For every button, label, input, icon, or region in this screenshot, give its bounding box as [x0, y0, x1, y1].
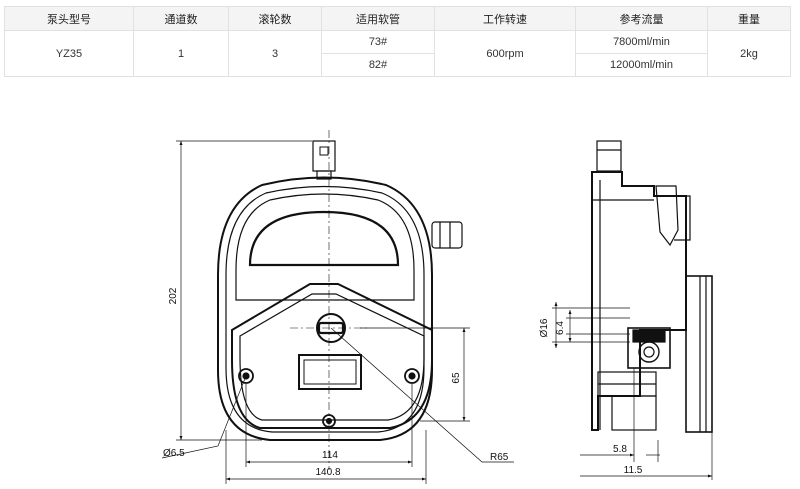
- side-view: [591, 140, 713, 433]
- cell-model: YZ35: [4, 30, 134, 77]
- header-speed: 工作转速: [434, 6, 576, 31]
- dim-flat: 6.4: [555, 321, 566, 335]
- side-plate: [685, 275, 713, 433]
- header-model: 泵头型号: [4, 6, 134, 31]
- spec-row-1: YZ35 1 3 73# 600rpm 7800ml/min 2kg: [4, 30, 791, 77]
- front-centerlines: [290, 130, 370, 470]
- header-weight: 重量: [707, 6, 791, 31]
- pump-cover: [231, 283, 433, 429]
- top-connector: [312, 140, 336, 172]
- dim-center-height: 65: [451, 372, 462, 384]
- side-shaft-block: [627, 327, 671, 369]
- upper-window: [248, 210, 400, 267]
- dim-width-outer: 140.8: [315, 467, 340, 478]
- side-dimensions: [552, 302, 713, 480]
- dim-hole: Ø6.5: [163, 448, 185, 459]
- side-knob: [431, 221, 463, 249]
- dim-shaft: Ø16: [539, 318, 550, 337]
- screw-right: [404, 368, 420, 384]
- spec-table: 泵头型号 通道数 滚轮数 适用软管 工作转速 参考流量 重量 YZ35 1 3 …: [4, 6, 791, 77]
- front-dimensions: [161, 140, 514, 484]
- header-flow: 参考流量: [575, 6, 708, 31]
- front-dimension-labels: 202 65 114 140.8 Ø6.5 R65: [163, 287, 509, 478]
- screw-left: [238, 368, 254, 384]
- cell-flow-82: 12000ml/min: [575, 53, 708, 77]
- header-tubes: 适用软管: [321, 6, 435, 31]
- dim-side-a: 5.8: [613, 444, 627, 455]
- cell-rollers: 3: [228, 30, 322, 77]
- label-plate: [298, 354, 362, 390]
- cell-flow-73: 7800ml/min: [575, 30, 708, 54]
- side-housing: [591, 171, 687, 431]
- dim-radius: R65: [490, 452, 509, 463]
- cell-weight: 2kg: [707, 30, 791, 77]
- front-view: [217, 140, 463, 441]
- spec-row-2: 82# 12000ml/min: [5, 53, 791, 77]
- side-dimension-labels: Ø16 6.4 5.8 11.5: [539, 318, 643, 476]
- cell-tube-82: 82#: [321, 53, 435, 77]
- spec-header-row: 泵头型号 通道数 滚轮数 适用软管 工作转速 参考流量 重量: [4, 6, 791, 31]
- dim-height: 202: [168, 287, 179, 304]
- cell-speed: 600rpm: [434, 30, 576, 77]
- side-top-connector: [596, 140, 622, 172]
- dim-width-inner: 114: [322, 450, 338, 461]
- dim-side-b: 11.5: [624, 465, 643, 476]
- outer-housing: [217, 176, 433, 441]
- cell-channels: 1: [133, 30, 229, 77]
